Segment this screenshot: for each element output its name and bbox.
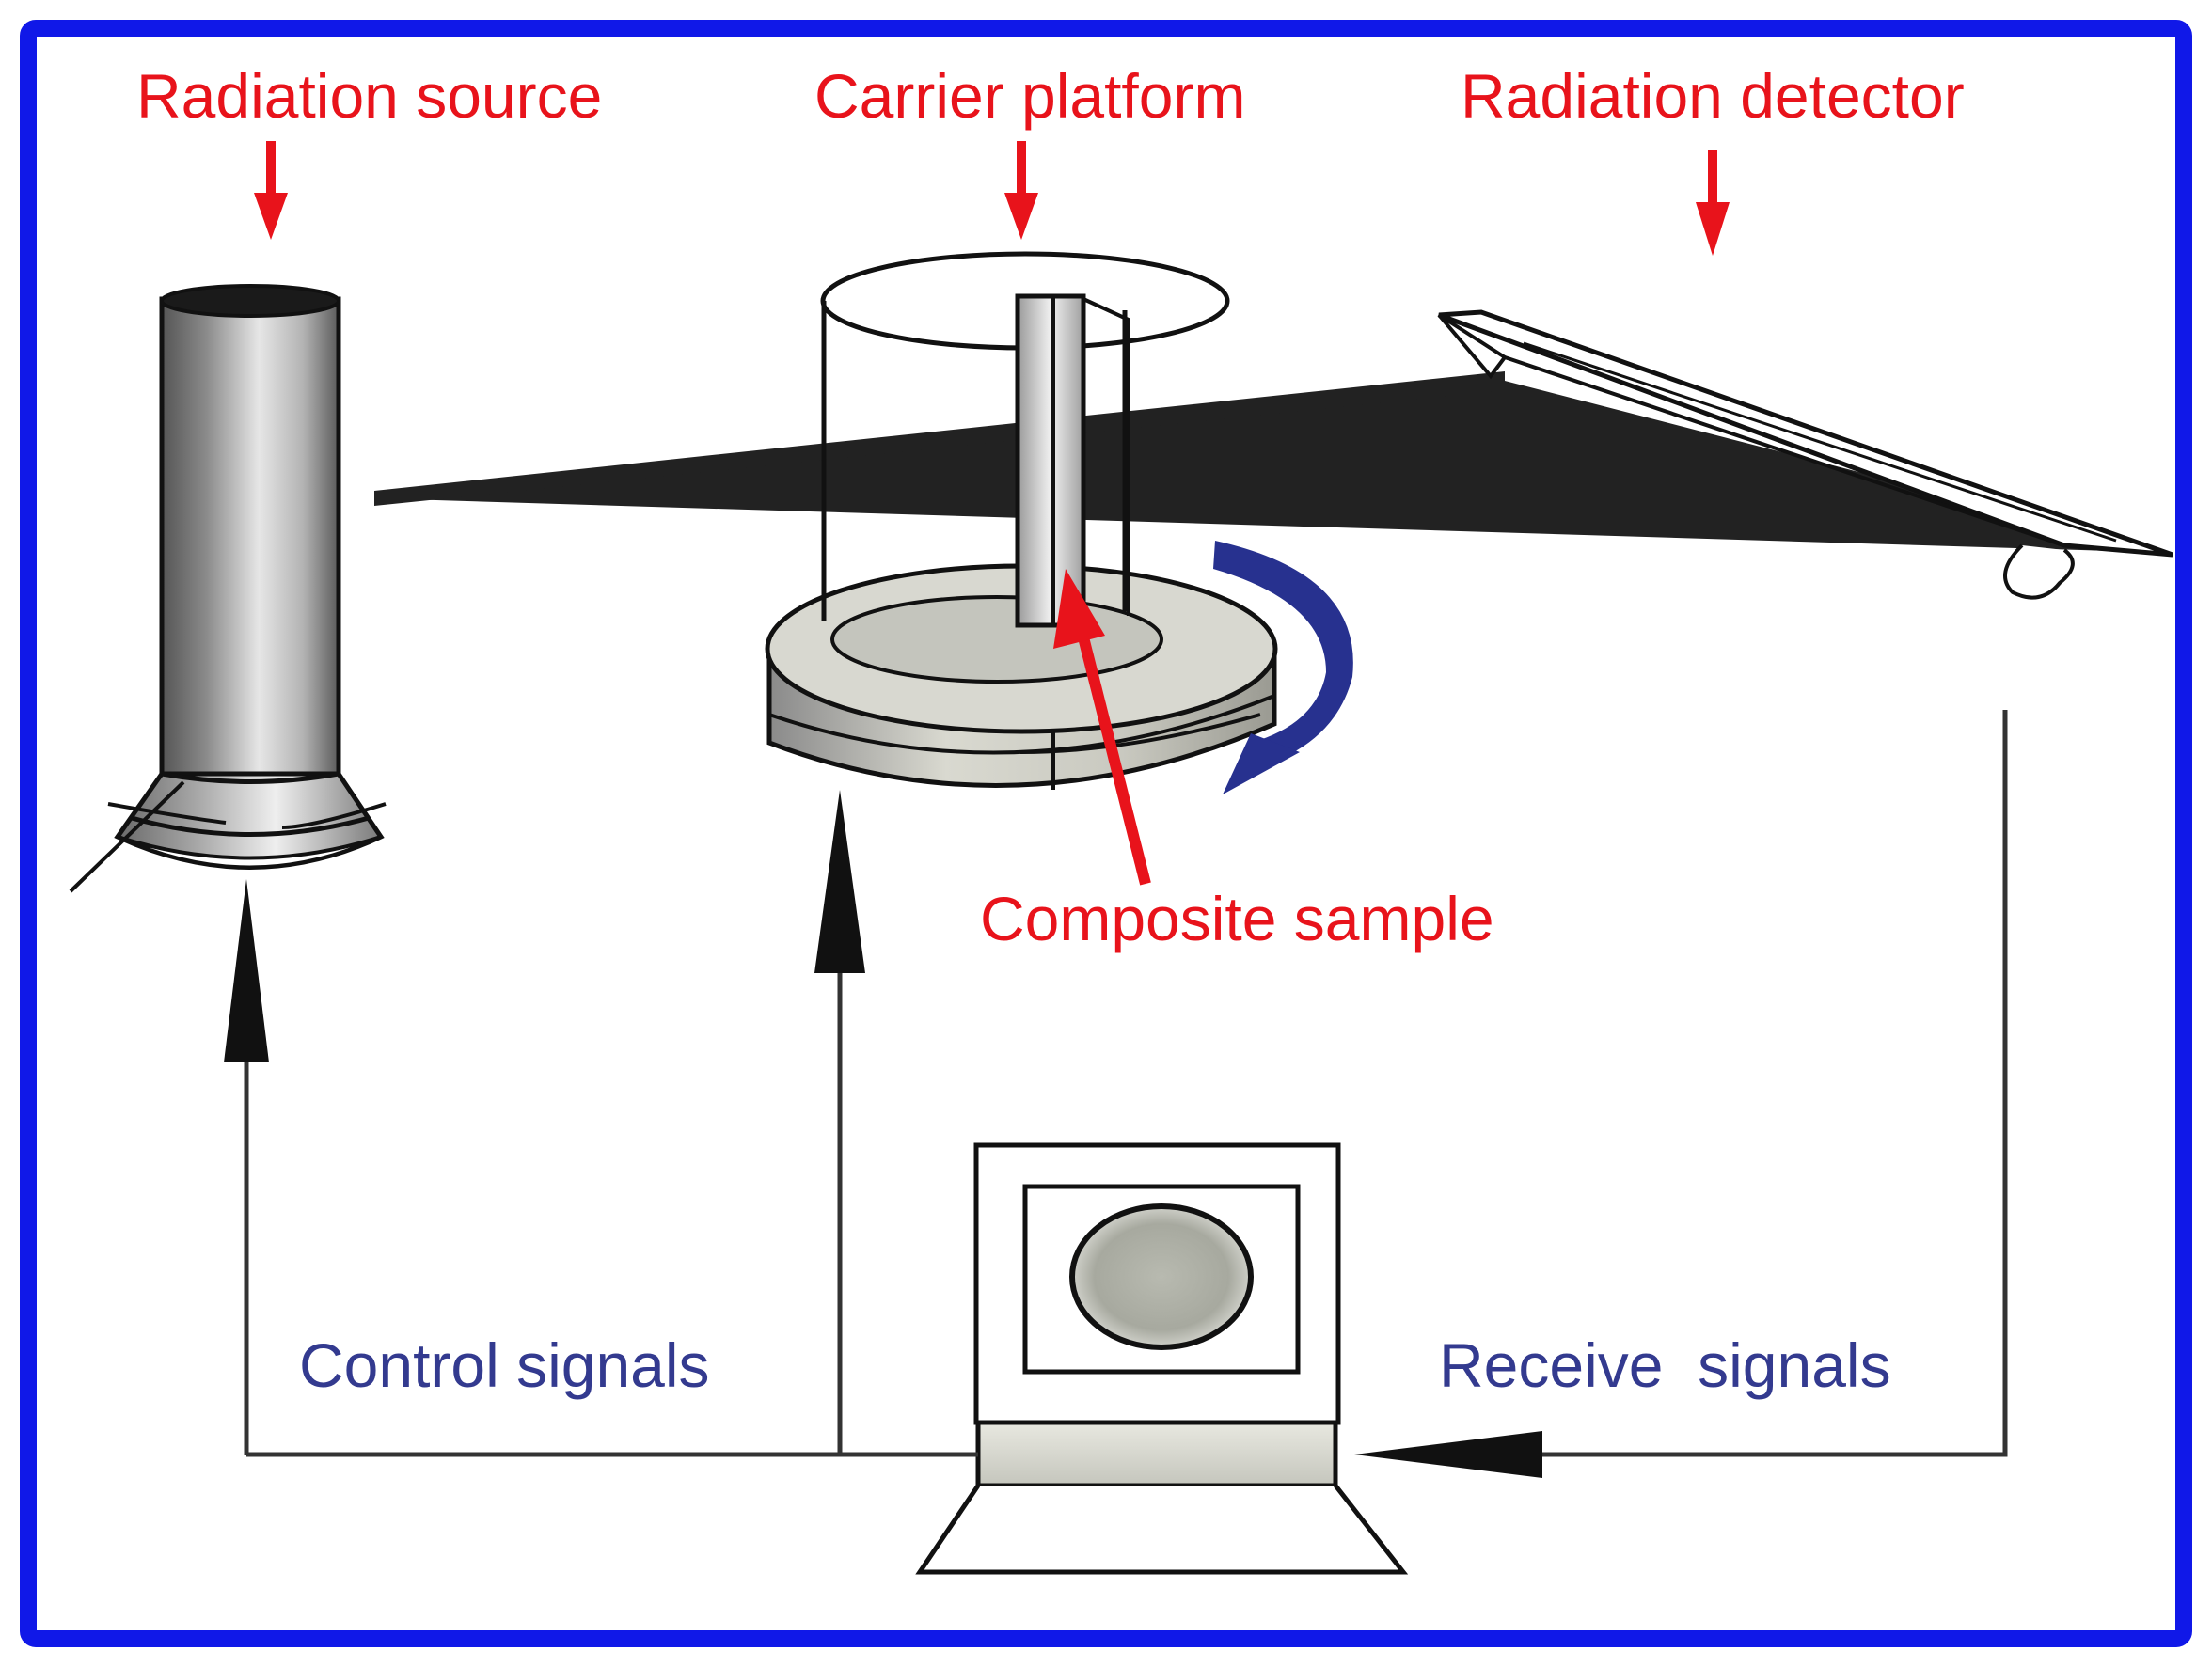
radiation-beam-tip — [374, 371, 1505, 506]
radiation-detector-icon — [1437, 309, 2173, 600]
arrow-to-platform — [814, 790, 865, 973]
rotation-arrow-icon — [1213, 541, 1353, 794]
sample-pointer-arrow — [1053, 569, 1151, 886]
radiation-source-icon — [69, 284, 387, 893]
control-signals-label: Control signals — [299, 1330, 710, 1400]
red-pointer-arrows — [254, 141, 1730, 256]
arrow-to-source — [224, 879, 269, 1062]
radiation-source-label: Radiation source — [136, 61, 602, 131]
carrier-platform-label: Carrier platform — [814, 61, 1245, 131]
radiation-detector-label: Radiation detector — [1461, 61, 1965, 131]
carrier-platform-icon — [765, 251, 1278, 790]
receive-signals-label: Receive signals — [1439, 1330, 1891, 1400]
outer-border — [20, 20, 2192, 1647]
signal-lines — [244, 710, 2008, 1457]
computer-icon — [915, 1142, 1409, 1575]
composite-sample-label: Composite sample — [980, 884, 1494, 953]
arrow-to-computer — [1354, 1431, 1542, 1478]
